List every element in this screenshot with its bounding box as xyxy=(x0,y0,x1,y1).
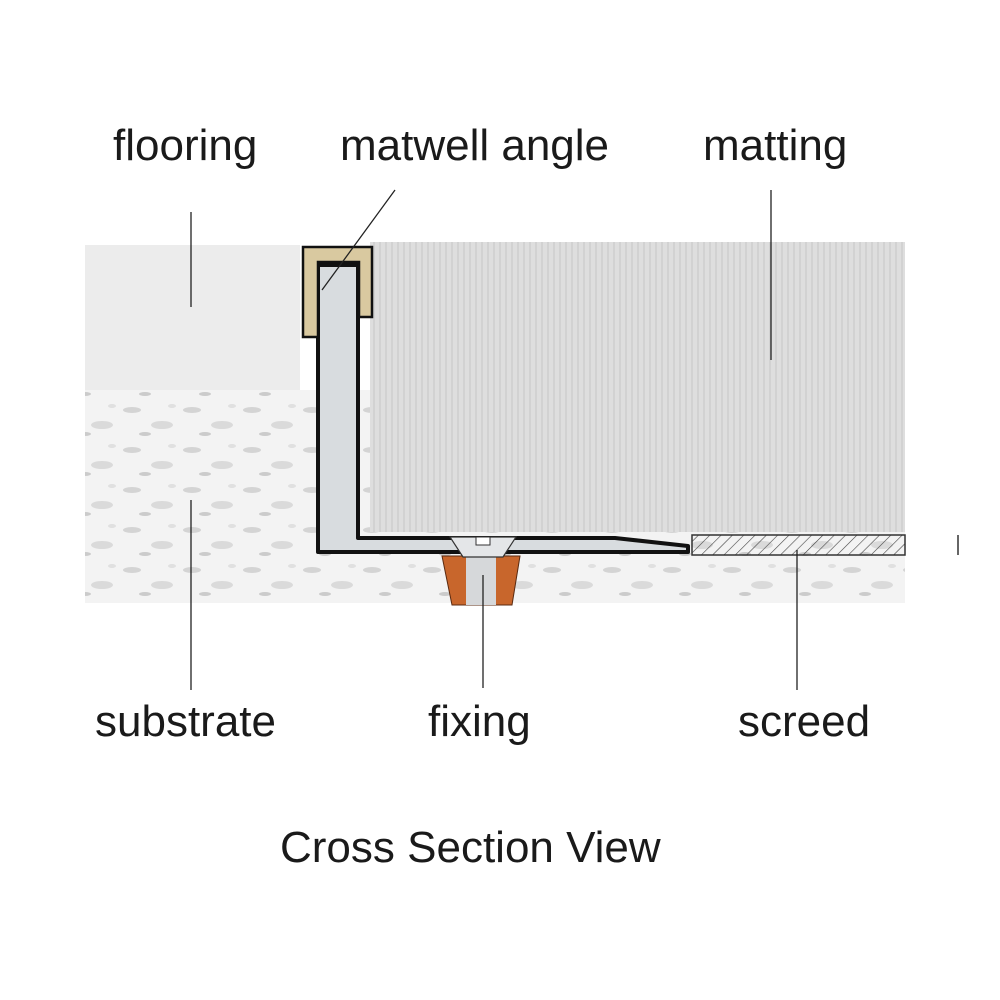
angle-cap xyxy=(301,245,374,339)
screed-layer xyxy=(691,534,906,556)
fixing-screw-head xyxy=(448,536,518,558)
label-substrate: substrate xyxy=(95,697,276,746)
screw-slot xyxy=(475,536,491,546)
label-matting: matting xyxy=(703,121,847,170)
label-matwell-angle: matwell angle xyxy=(340,121,609,170)
diagram-title: Cross Section View xyxy=(280,823,661,872)
label-fixing: fixing xyxy=(428,697,531,746)
matting-layer xyxy=(370,242,905,532)
label-screed: screed xyxy=(738,697,870,746)
flooring-layer xyxy=(85,245,300,390)
fixing-screw-shank xyxy=(466,555,496,605)
matwell-angle-leader xyxy=(321,189,396,291)
label-flooring: flooring xyxy=(113,121,257,170)
